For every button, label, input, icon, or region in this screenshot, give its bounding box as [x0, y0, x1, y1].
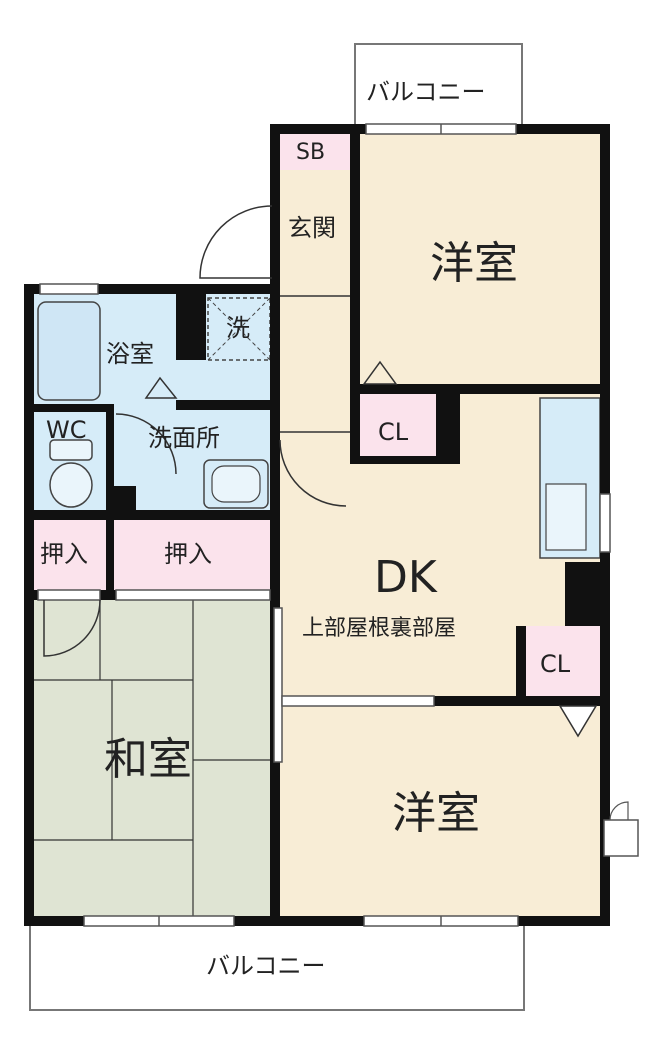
closet-right-floor [522, 626, 606, 700]
closet-top-label: CL [378, 418, 409, 446]
closet-top-floor [358, 392, 436, 462]
bath-door-marker [144, 376, 178, 399]
oshiire-left-floor [30, 518, 110, 594]
bathtub [37, 301, 101, 401]
balcony-top-label: バルコニー [366, 78, 486, 106]
toilet-tank [49, 439, 93, 461]
oshiire-right-floor [114, 518, 274, 594]
western-room-top-floor [358, 130, 606, 392]
entrance-label: 玄関 [288, 214, 336, 242]
japanese-room-floor [30, 598, 274, 920]
western-room-bottom-label: 洋室 [392, 788, 480, 839]
outdoor-unit [603, 819, 639, 857]
tatami-lines [30, 598, 274, 920]
sb-label: SB [296, 140, 326, 165]
bath-label: 浴室 [106, 340, 154, 368]
doors [43, 205, 350, 657]
balcony-top [354, 43, 523, 131]
toilet-bowl [49, 462, 93, 508]
closet-door-marker [362, 360, 398, 385]
oshiire-left-label: 押入 [40, 540, 88, 568]
outdoor-unit-door [609, 801, 629, 821]
oshiire-right-label: 押入 [164, 540, 212, 568]
dk-sub-label: 上部屋根裏部屋 [302, 616, 457, 641]
balcony-bottom [29, 919, 525, 1011]
entrance-floor [277, 170, 355, 288]
washroom-label: 洗面所 [148, 424, 220, 452]
balcony-bottom-label: バルコニー [206, 952, 326, 980]
kitchen-sink [545, 483, 587, 551]
wash-basin-bowl [211, 465, 261, 503]
japanese-room-label: 和室 [104, 734, 192, 785]
sb-floor [277, 130, 355, 170]
dk-label: DK [374, 552, 437, 603]
laundry-drain-line-2 [207, 297, 271, 361]
closet-door-marker-right [558, 705, 598, 738]
western-room-top-label: 洋室 [430, 238, 518, 289]
closet-right-label: CL [540, 650, 571, 678]
laundry-label: 洗 [226, 314, 250, 342]
wc-label: WC [46, 416, 87, 444]
western-room-bottom-floor [277, 700, 606, 920]
